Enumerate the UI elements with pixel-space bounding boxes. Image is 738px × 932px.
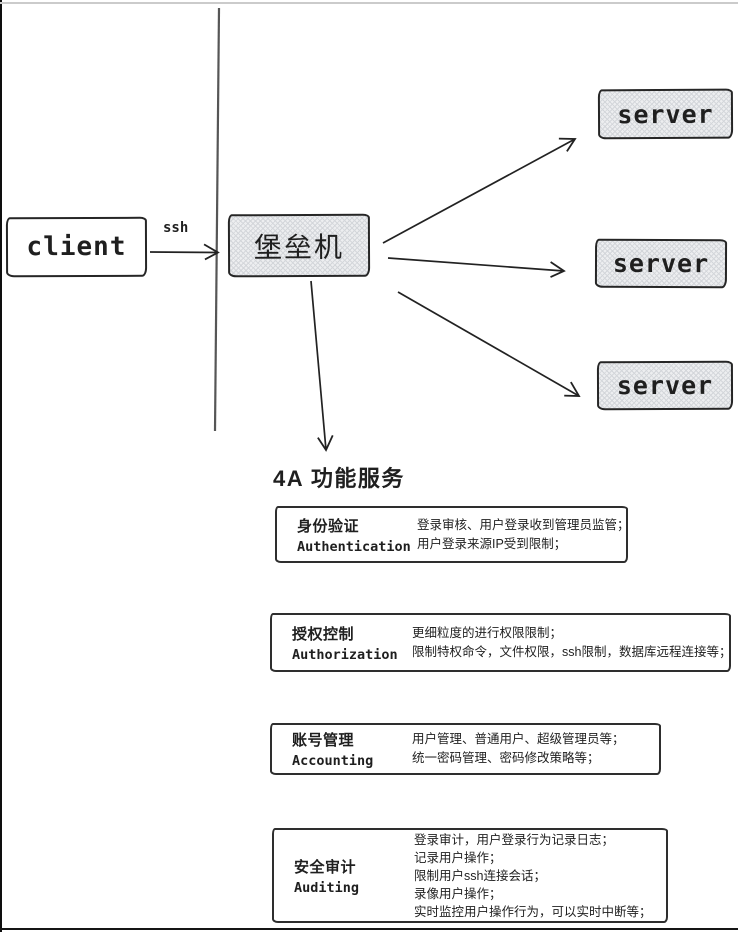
service-title: 安全审计 — [294, 858, 357, 876]
arrow-client-to-bastion — [149, 243, 220, 261]
service-box-authentication: 身份验证 Authentication 登录审核、用户登录收到管理员监管； 用户… — [275, 506, 630, 563]
section-heading-4a-services: 4A 功能服务 — [273, 466, 405, 491]
service-line: 用户管理、普通用户、超级管理员等； — [412, 732, 625, 746]
service-title: 身份验证 — [297, 517, 360, 535]
service-subtitle: Accounting — [292, 753, 374, 769]
service-label-column: 账号管理 Accounting — [272, 729, 412, 769]
server-node-3: server — [596, 360, 734, 411]
service-line: 用户登录来源IP受到限制； — [417, 536, 567, 551]
service-line: 记录用户操作； — [414, 850, 502, 865]
service-line: 录像用户操作； — [414, 886, 502, 901]
service-line: 登录审核、用户登录收到管理员监管； — [417, 517, 630, 532]
service-box-authorization: 授权控制 Authorization 更细粒度的进行权限限制； 限制特权命令，文… — [270, 613, 731, 672]
service-line: 登录审计，用户登录行为记录日志； — [414, 832, 615, 847]
page-bottom-border — [0, 928, 738, 930]
client-node: client — [5, 216, 148, 278]
service-line: 统一密码管理、密码修改策略等； — [412, 751, 600, 765]
service-subtitle: Authentication — [297, 538, 411, 555]
arrow-bastion-to-4a-services — [310, 280, 334, 452]
service-box-auditing: 安全审计 Auditing 登录审计，用户登录行为记录日志； 记录用户操作； 限… — [272, 828, 668, 923]
service-line: 限制用户ssh连接会话； — [414, 868, 546, 883]
service-line: 限制特权命令，文件权限，ssh限制，数据库远程连接等； — [412, 644, 732, 659]
page-top-border — [0, 2, 738, 4]
server-node-2: server — [594, 238, 728, 289]
service-label-column: 安全审计 Auditing — [274, 856, 414, 896]
page-left-border — [0, 0, 2, 932]
service-subtitle: Authorization — [292, 646, 398, 663]
network-boundary-line — [213, 7, 221, 432]
server-node-1: server — [597, 88, 734, 140]
ssh-protocol-label: ssh — [163, 220, 189, 236]
service-line: 实时监控用户操作行为，可以实时中断等； — [414, 904, 652, 919]
service-description: 登录审核、用户登录收到管理员监管； 用户登录来源IP受到限制； — [417, 516, 630, 554]
arrow-bastion-to-server-2 — [387, 257, 566, 278]
arrow-bastion-to-server-3 — [397, 291, 581, 397]
service-label-column: 身份验证 Authentication — [277, 515, 417, 555]
service-description: 登录审计，用户登录行为记录日志； 记录用户操作； 限制用户ssh连接会话； 录像… — [414, 831, 666, 921]
service-label-column: 授权控制 Authorization — [272, 623, 412, 663]
service-title: 账号管理 — [292, 732, 355, 749]
service-description: 用户管理、普通用户、超级管理员等； 统一密码管理、密码修改策略等； — [412, 730, 659, 768]
bastion-host-node: 堡垒机 — [227, 213, 371, 278]
service-description: 更细粒度的进行权限限制； 限制特权命令，文件权限，ssh限制，数据库远程连接等； — [412, 624, 731, 662]
service-line: 更细粒度的进行权限限制； — [412, 625, 563, 640]
service-subtitle: Auditing — [294, 879, 360, 896]
service-title: 授权控制 — [292, 625, 355, 643]
service-box-accounting: 账号管理 Accounting 用户管理、普通用户、超级管理员等； 统一密码管理… — [270, 723, 661, 775]
arrow-bastion-to-server-1 — [382, 137, 577, 244]
